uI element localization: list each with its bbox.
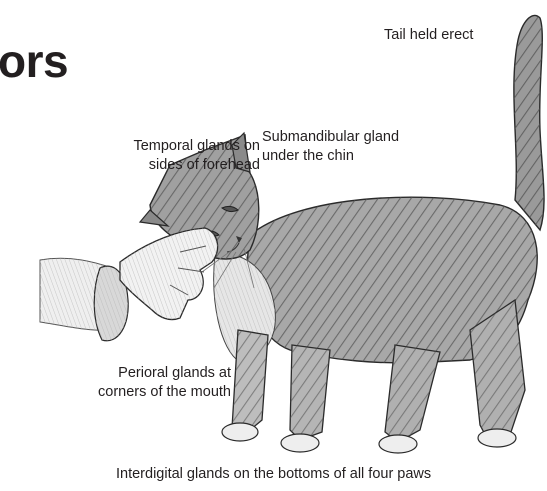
label-perioral-line2: corners of the mouth	[98, 383, 231, 402]
label-submandibular-line2: under the chin	[262, 147, 399, 166]
label-temporal-line1: Temporal glands on	[133, 137, 260, 156]
label-perioral-line1: Perioral glands at	[98, 364, 231, 383]
label-temporal-line2: sides of forehead	[133, 156, 260, 175]
label-tail: Tail held erect	[384, 26, 473, 45]
label-submandibular-line1: Submandibular gland	[262, 128, 399, 147]
label-submandibular-gland: Submandibular gland under the chin	[262, 128, 399, 166]
hand-illustration	[40, 228, 218, 341]
label-temporal-glands: Temporal glands on sides of forehead	[133, 137, 260, 175]
label-perioral-glands: Perioral glands at corners of the mouth	[98, 364, 231, 402]
cat-tail	[514, 15, 544, 230]
page-title: ors	[0, 38, 68, 84]
label-interdigital-glands: Interdigital glands on the bottoms of al…	[116, 465, 431, 484]
